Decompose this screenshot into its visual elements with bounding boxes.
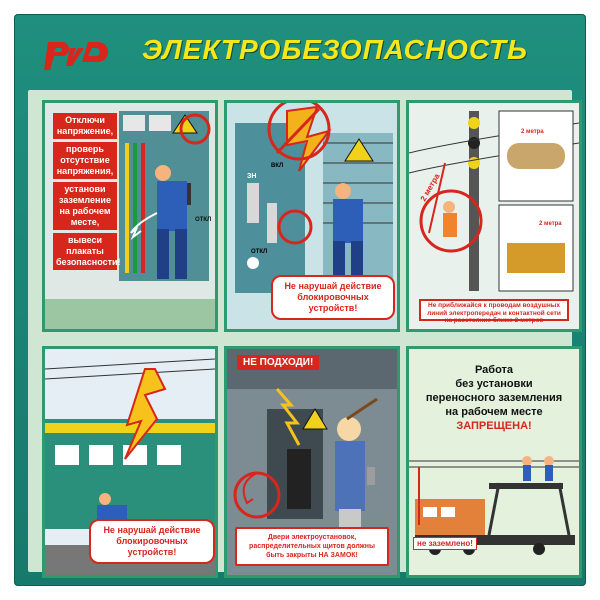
safety-steps: Отключи напряжение, проверь отсутствие н…	[53, 113, 121, 273]
label-otkl: ОТКЛ	[251, 249, 268, 255]
step-1: Отключи напряжение,	[53, 113, 117, 139]
train-caption: Не нарушай действие блокировочных устрой…	[89, 519, 215, 564]
poster-board: ЭЛЕКТРОБЕЗОПАСНОСТЬ	[14, 14, 586, 586]
panel-switch-off: Отключи напряжение, проверь отсутствие н…	[42, 100, 218, 332]
grounding-forbidden: ЗАПРЕЩЕНА!	[456, 420, 532, 432]
panel-interlock: ВКЛ ЗН ОТКЛ Не нарушай действие блокиров…	[224, 100, 400, 332]
label-vkl: ВКЛ	[271, 163, 284, 169]
panels-area: Отключи напряжение, проверь отсутствие н…	[28, 90, 582, 578]
interlock-caption: Не нарушай действие блокировочных устрой…	[271, 275, 395, 320]
grounding-text: Работа без установки переносного заземле…	[417, 363, 571, 433]
locked-doors-caption: Двери электроустановок, распределительны…	[235, 527, 389, 566]
panel-locked-doors: НЕ ПОДХОДИ! Двери электроустановок, расп…	[224, 346, 400, 578]
grounding-line-2: без установки	[455, 378, 533, 390]
meter-label-tank: 2 метра	[521, 129, 544, 135]
grounding-line-1: Работа	[474, 364, 514, 376]
panel-grounding: Работа без установки переносного заземле…	[406, 346, 582, 578]
step-2: проверь отсутствие напряжения,	[53, 142, 117, 179]
grounding-line-4: на рабочем месте	[445, 406, 543, 418]
page-title: ЭЛЕКТРОБЕЗОПАСНОСТЬ	[142, 34, 528, 65]
label-zn: ЗН	[247, 173, 257, 180]
panel-train: Не нарушай действие блокировочных устрой…	[42, 346, 218, 578]
do-not-approach-tag: НЕ ПОДХОДИ!	[237, 355, 320, 370]
panel3-illustration	[409, 103, 579, 329]
step-4: вывеси плакаты безопасности!	[53, 233, 121, 270]
not-grounded-label: не заземлено!	[413, 537, 477, 550]
distance-warning: Не приближайся к проводам воздушных лини…	[419, 299, 569, 324]
rzd-logo-icon	[44, 42, 108, 70]
grounding-line-3: переносного заземления	[425, 392, 563, 404]
switch-label: ОТКЛ	[195, 217, 212, 223]
poster-header: ЭЛЕКТРОБЕЗОПАСНОСТЬ	[14, 14, 586, 84]
panel1-illustration	[45, 103, 215, 329]
meter-label-crane: 2 метра	[539, 221, 562, 227]
step-3: установи заземление на рабочем месте,	[53, 182, 117, 230]
panel-distance: 2 метра 2 метра 2 метра Не приближайся к…	[406, 100, 582, 332]
